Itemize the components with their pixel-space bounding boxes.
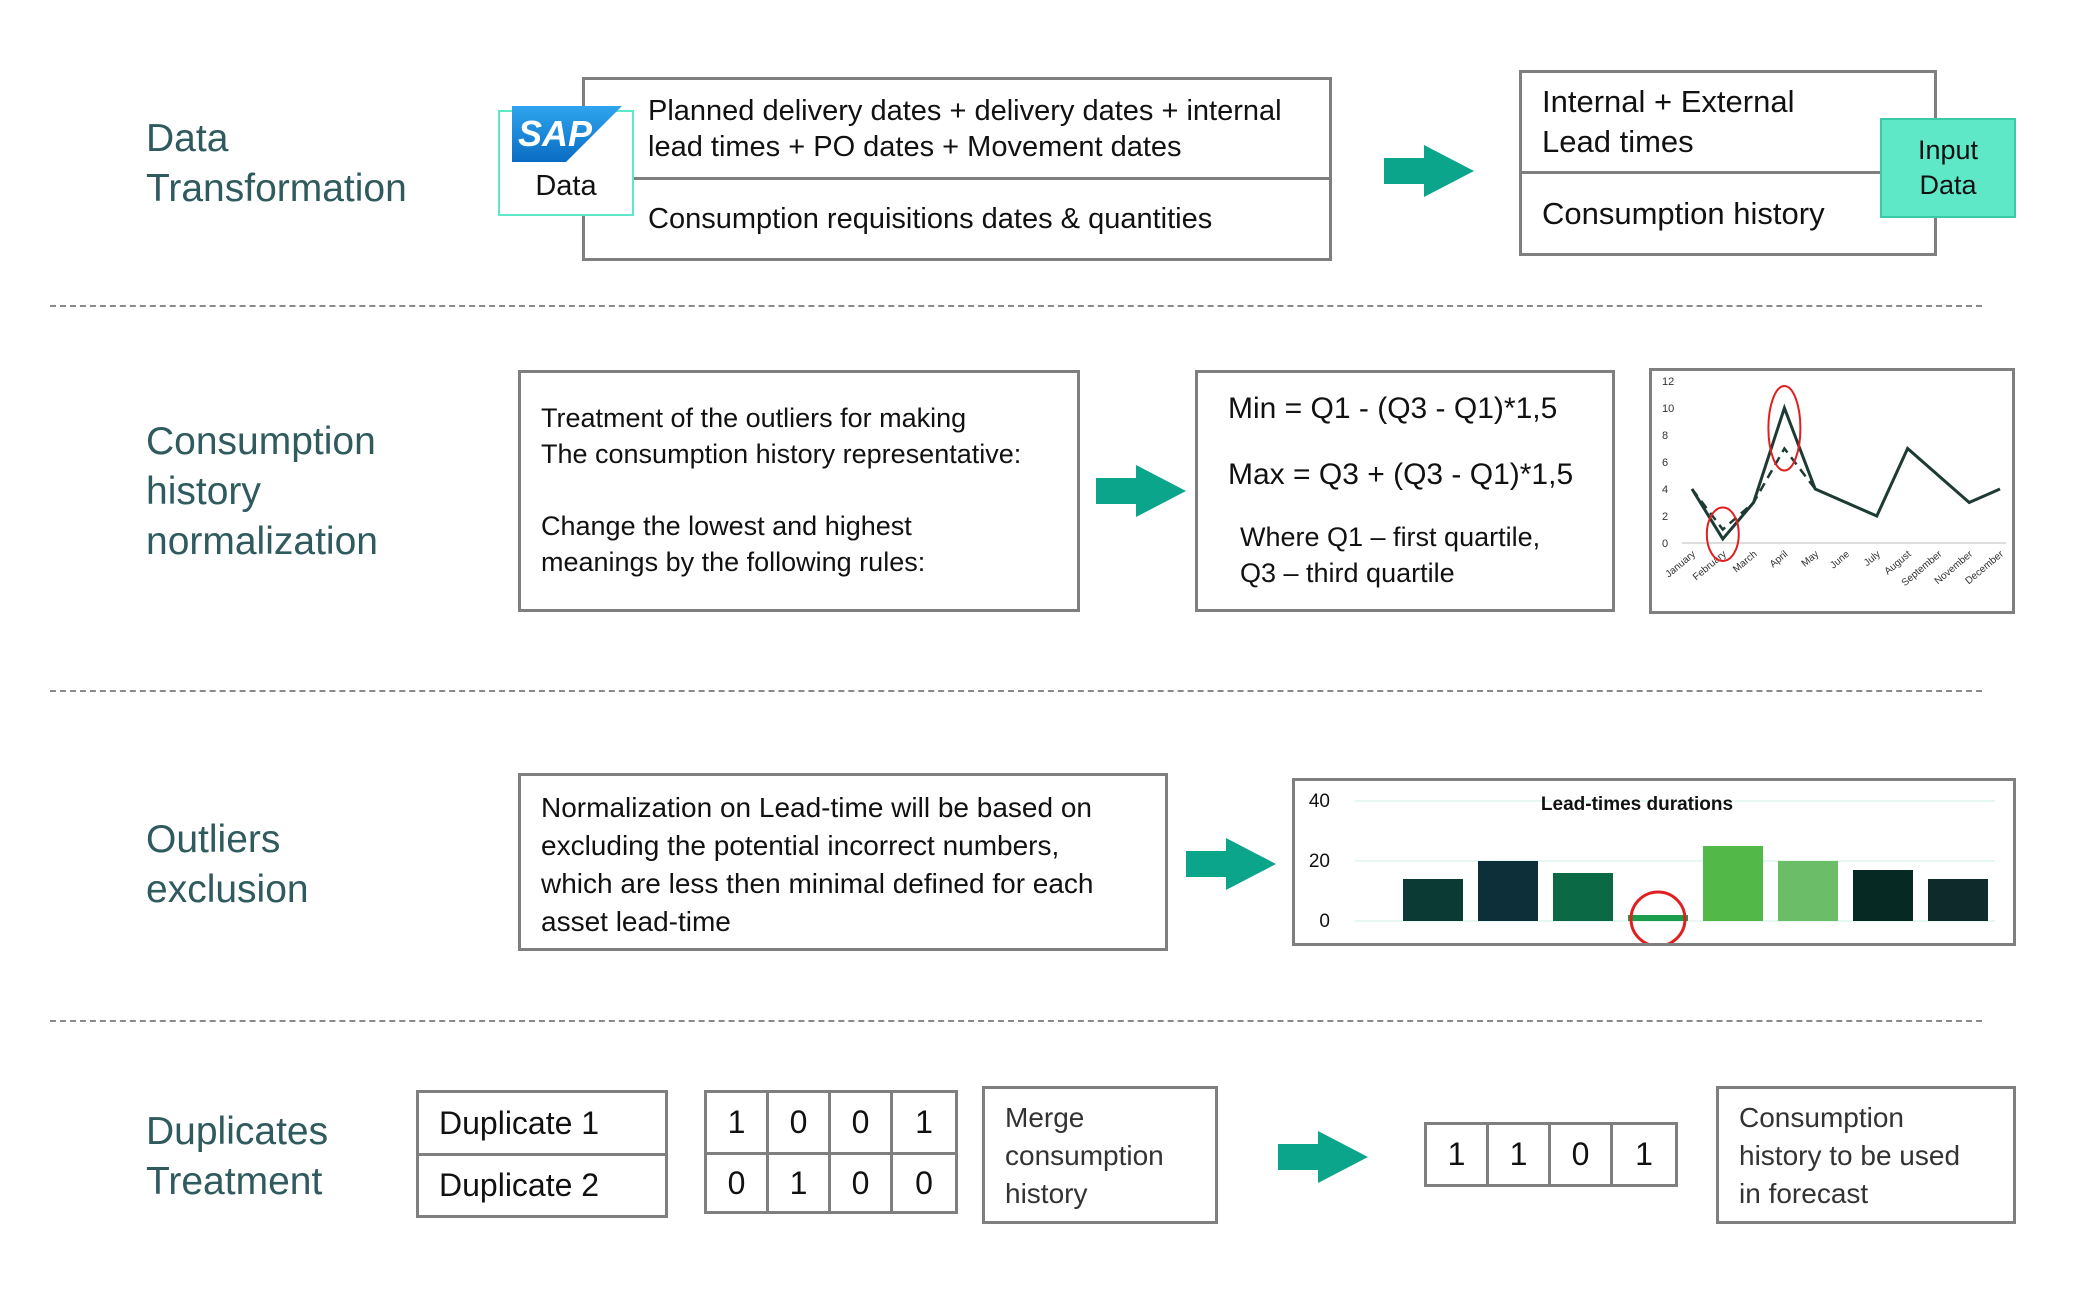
grid-cell: 1 bbox=[769, 1152, 831, 1211]
sap-logo-icon: SAP bbox=[512, 106, 622, 162]
duplicate-2-values: 0 1 0 0 bbox=[707, 1152, 955, 1211]
section-title-outliers: Outliers exclusion bbox=[146, 818, 309, 911]
sap-logo-text: SAP bbox=[518, 113, 593, 154]
source-row-consumption: Consumption requisitions dates & quantit… bbox=[585, 180, 1329, 258]
bar bbox=[1628, 915, 1688, 921]
section-divider-1 bbox=[50, 305, 1982, 307]
y-tick-label: 12 bbox=[1662, 376, 1674, 388]
outliers-description-box: Normalization on Lead-time will be based… bbox=[518, 773, 1168, 951]
section-title-data-transformation: Data Transformation bbox=[146, 117, 407, 210]
arrow-right-icon-3 bbox=[1186, 838, 1276, 890]
bar bbox=[1553, 873, 1613, 921]
merge-text: Merge consumption history bbox=[1005, 1102, 1164, 1209]
duplicates-value-grid: 1 0 0 1 0 1 0 0 bbox=[704, 1090, 958, 1214]
original-series-line bbox=[1690, 403, 2001, 542]
input-data-badge: Input Data bbox=[1880, 118, 2016, 218]
duplicate-1-values: 1 0 0 1 bbox=[707, 1093, 955, 1152]
normalization-description-box: Treatment of the outliers for making The… bbox=[518, 370, 1080, 612]
grid-cell: 1 bbox=[915, 1104, 933, 1140]
section-divider-3 bbox=[50, 1020, 1982, 1022]
y-tick-label: 10 bbox=[1662, 403, 1674, 415]
lead-times-bar-chart-frame: 0 20 40 Lead-times durations bbox=[1292, 778, 2016, 948]
bar bbox=[1478, 861, 1538, 921]
outlier-highlight-circle bbox=[1705, 506, 1740, 562]
bar bbox=[1928, 879, 1988, 921]
forecast-box: Consumption history to be used in foreca… bbox=[1716, 1086, 2016, 1224]
y-tick-label: 6 bbox=[1662, 457, 1668, 469]
duplicate-1-label: Duplicate 1 bbox=[439, 1104, 600, 1141]
grid-cell: 0 bbox=[707, 1152, 769, 1211]
x-tick-label: June bbox=[1828, 549, 1852, 572]
normalization-text-2: Change the lowest and highest meanings b… bbox=[541, 511, 926, 577]
bar bbox=[1703, 846, 1763, 921]
chart-title: Lead-times durations bbox=[1541, 794, 1733, 815]
input-row-consumption: Consumption history bbox=[1522, 171, 1934, 253]
bar bbox=[1853, 870, 1913, 921]
arrow-right-icon-1 bbox=[1384, 145, 1474, 197]
source-row-dates: Planned delivery dates + delivery dates … bbox=[585, 80, 1329, 181]
grid-cell: 1 bbox=[1489, 1125, 1551, 1184]
x-tick-label: July bbox=[1862, 549, 1883, 569]
source-row-dates-text: Planned delivery dates + delivery dates … bbox=[648, 94, 1282, 163]
normalized-series-line bbox=[1691, 446, 2001, 532]
input-row-lead-times-text: Internal + External Lead times bbox=[1542, 84, 1795, 160]
grid-cell: 1 bbox=[1427, 1125, 1489, 1184]
normalization-text-1: Treatment of the outliers for making The… bbox=[541, 403, 1022, 469]
section-title-duplicates: Duplicates Treatment bbox=[146, 1110, 329, 1203]
x-tick-label: April bbox=[1768, 549, 1790, 570]
grid-cell: 0 bbox=[831, 1093, 893, 1152]
input-row-consumption-text: Consumption history bbox=[1542, 195, 1825, 231]
duplicates-label-box: Duplicate 1 Duplicate 2 bbox=[416, 1090, 668, 1218]
grid-cell: 0 bbox=[893, 1152, 955, 1211]
y-tick-label: 20 bbox=[1309, 851, 1330, 872]
grid-cell: 1 bbox=[707, 1093, 769, 1152]
formula-where: Where Q1 – first quartile, Q3 – third qu… bbox=[1240, 522, 1541, 588]
y-tick-label: 0 bbox=[1319, 911, 1330, 932]
source-data-box: Planned delivery dates + delivery dates … bbox=[582, 77, 1332, 261]
sap-data-label: Data bbox=[535, 170, 597, 202]
merged-values: 1 1 0 1 bbox=[1427, 1125, 1675, 1184]
arrow-right-icon-2 bbox=[1096, 465, 1186, 517]
outlier-highlight-circle bbox=[1767, 385, 1802, 472]
y-tick-label: 40 bbox=[1309, 791, 1330, 812]
y-tick-label: 4 bbox=[1662, 484, 1668, 496]
y-tick-label: 2 bbox=[1662, 511, 1668, 523]
input-data-box: Internal + External Lead times Consumpti… bbox=[1519, 70, 1937, 256]
formula-max: Max = Q3 + (Q3 - Q1)*1,5 bbox=[1228, 458, 1574, 491]
duplicate-2-label: Duplicate 2 bbox=[439, 1167, 600, 1204]
duplicate-1-row: Duplicate 1 bbox=[419, 1093, 665, 1153]
merged-value-grid: 1 1 0 1 bbox=[1424, 1122, 1678, 1187]
grid-cell: 0 bbox=[769, 1093, 831, 1152]
section-title-normalization: Consumption history normalization bbox=[146, 420, 378, 563]
quartile-formula-box: Min = Q1 - (Q3 - Q1)*1,5 Max = Q3 + (Q3 … bbox=[1195, 370, 1615, 612]
grid-cell: 1 bbox=[1635, 1136, 1653, 1172]
bar bbox=[1778, 861, 1838, 921]
outliers-text: Normalization on Lead-time will be based… bbox=[541, 792, 1094, 937]
bar bbox=[1403, 879, 1463, 921]
input-row-lead-times: Internal + External Lead times bbox=[1522, 73, 1934, 171]
y-tick-label: 8 bbox=[1662, 430, 1668, 442]
arrow-right-icon-4 bbox=[1278, 1131, 1368, 1183]
grid-cell: 0 bbox=[831, 1152, 893, 1211]
x-tick-label: February bbox=[1691, 549, 1729, 583]
merge-box: Merge consumption history bbox=[982, 1086, 1218, 1224]
x-tick-label: May bbox=[1800, 549, 1822, 570]
formula-min: Min = Q1 - (Q3 - Q1)*1,5 bbox=[1228, 392, 1558, 425]
section-divider-2 bbox=[50, 690, 1982, 692]
input-data-badge-text: Input Data bbox=[1917, 135, 1979, 200]
lead-times-bar-chart: 0 20 40 Lead-times durations bbox=[1309, 791, 1995, 948]
source-row-consumption-text: Consumption requisitions dates & quantit… bbox=[648, 203, 1213, 236]
forecast-text: Consumption history to be used in foreca… bbox=[1739, 1102, 1961, 1209]
duplicate-2-row: Duplicate 2 bbox=[419, 1152, 665, 1216]
y-tick-label: 0 bbox=[1662, 538, 1668, 550]
grid-cell: 0 bbox=[1551, 1125, 1613, 1184]
